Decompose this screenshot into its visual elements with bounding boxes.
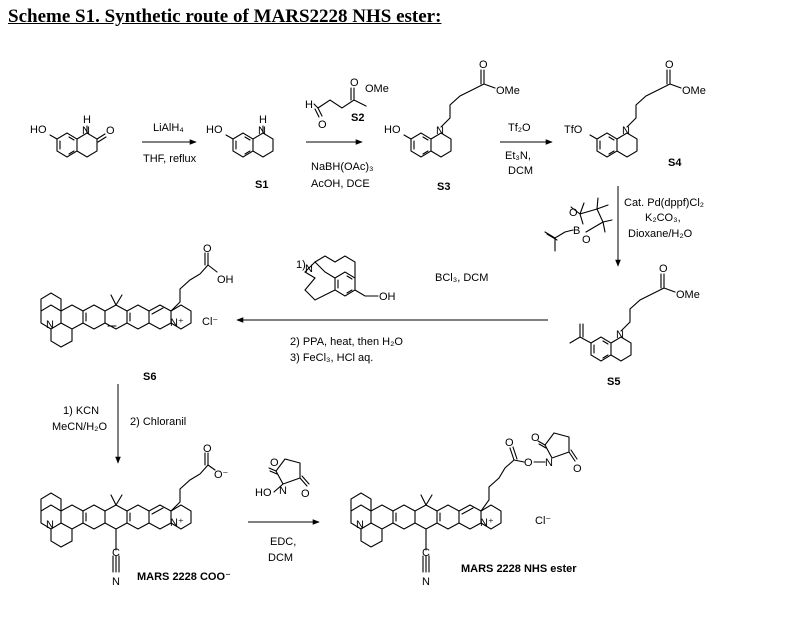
s2-ome: OMe bbox=[365, 83, 389, 95]
lactam-h: H bbox=[83, 114, 91, 126]
mars-nhs-c: C bbox=[422, 547, 430, 559]
s3-structure: HO N O OMe bbox=[384, 59, 520, 158]
mars-coo-n-nitrile: N bbox=[112, 576, 120, 588]
mars-nhs-cl-minus: Cl⁻ bbox=[535, 515, 551, 527]
lactam-n: N bbox=[82, 125, 90, 137]
s4-n: N bbox=[622, 125, 630, 137]
nhs-o1: O bbox=[270, 457, 279, 469]
julolidine-methanol-structure: N OH 1) bbox=[296, 255, 396, 303]
s5-ome: OMe bbox=[676, 289, 700, 301]
boronate-pinacol-structure: B O O bbox=[544, 197, 613, 252]
mars-nhs-structure: N N⁺ O O N O O C N Cl⁻ bbox=[350, 432, 582, 588]
boronate-b: B bbox=[573, 225, 580, 237]
step3-bottom-reagent-2: DCM bbox=[508, 165, 533, 177]
step4-reagent-1: Cat. Pd(dppf)Cl₂ bbox=[624, 197, 704, 209]
step3-top-reagent: Tf₂O bbox=[508, 122, 531, 134]
step5-top-reagent: BCl₃, DCM bbox=[435, 272, 488, 284]
step1-top-reagent: LiAlH₄ bbox=[153, 122, 184, 134]
mars-coo-c: C bbox=[112, 547, 120, 559]
s3-n: N bbox=[436, 125, 444, 137]
label-mars-nhs: MARS 2228 NHS ester bbox=[461, 563, 577, 575]
label-s3: S3 bbox=[437, 181, 450, 193]
nhs-reagent-structure: O N HO O bbox=[255, 457, 310, 500]
starting-lactam-structure: HO H N O bbox=[30, 114, 115, 158]
mars-nhs-n-plus: N⁺ bbox=[480, 517, 494, 529]
step7-reagent-1: EDC, bbox=[270, 536, 296, 548]
mars-nhs-n-nitrile: N bbox=[422, 576, 430, 588]
label-s2: S2 bbox=[351, 112, 364, 124]
nhs-o2: O bbox=[301, 488, 310, 500]
s2-o-carbonyl: O bbox=[350, 77, 359, 89]
step5-bottom-reagent-3: 3) FeCl₃, HCl aq. bbox=[290, 352, 373, 364]
mars-coo-o-minus: O⁻ bbox=[214, 469, 229, 481]
s4-tfo: TfO bbox=[564, 124, 583, 136]
nhs-ho: HO bbox=[255, 487, 272, 499]
s1-ho: HO bbox=[206, 124, 223, 136]
s6-n-plus: N⁺ bbox=[170, 317, 184, 329]
mars-nhs-n-imide: N bbox=[545, 457, 553, 469]
step2-bottom-reagent-2: AcOH, DCE bbox=[311, 178, 370, 190]
s6-o: O bbox=[203, 243, 212, 255]
step4-reagent-3: Dioxane/H₂O bbox=[628, 228, 693, 240]
s2-o-aldehyde: O bbox=[318, 119, 327, 131]
step3-bottom-reagent-1: Et₃N, bbox=[505, 150, 531, 162]
s1-n: N bbox=[258, 125, 266, 137]
s5-n: N bbox=[616, 329, 624, 341]
julolidine-n: N bbox=[305, 263, 313, 275]
mars-coo-o: O bbox=[203, 443, 212, 455]
step5-bottom-reagent-2: 2) PPA, heat, then H₂O bbox=[290, 336, 403, 348]
step5-num1: 1) bbox=[296, 259, 306, 271]
boronate-o1: O bbox=[569, 207, 578, 219]
step1-bottom-reagent: THF, reflux bbox=[143, 153, 197, 165]
step6-reagent-2: 2) Chloranil bbox=[130, 416, 186, 428]
s5-structure: N O OMe bbox=[569, 263, 700, 362]
step7-reagent-2: DCM bbox=[268, 552, 293, 564]
step6-reagent-1a: 1) KCN bbox=[63, 405, 99, 417]
s3-ome: OMe bbox=[496, 85, 520, 97]
boronate-o2: O bbox=[582, 234, 591, 246]
s1-h: H bbox=[259, 114, 267, 126]
label-s5: S5 bbox=[607, 376, 620, 388]
label-s6: S6 bbox=[143, 371, 156, 383]
s6-n: N bbox=[46, 319, 54, 331]
s4-structure: TfO N O OMe bbox=[564, 59, 706, 158]
s6-oh: OH bbox=[217, 274, 234, 286]
s6-cl-minus: Cl⁻ bbox=[202, 316, 218, 328]
label-mars-coo: MARS 2228 COO⁻ bbox=[137, 571, 231, 583]
lactam-o: O bbox=[106, 125, 115, 137]
lactam-ho: HO bbox=[30, 124, 47, 136]
s4-o: O bbox=[665, 59, 674, 71]
mars-coo-structure: N N⁺ O O⁻ C N bbox=[40, 443, 229, 588]
s1-structure: HO H N bbox=[206, 114, 274, 158]
s3-ho: HO bbox=[384, 124, 401, 136]
mars-nhs-n: N bbox=[356, 519, 364, 531]
mars-nhs-o2: O bbox=[524, 457, 533, 469]
s4-ome: OMe bbox=[682, 85, 706, 97]
mars-coo-n: N bbox=[46, 519, 54, 531]
step2-bottom-reagent-1: NaBH(OAc)₃ bbox=[311, 161, 374, 173]
s2-structure: O OMe H O bbox=[305, 77, 389, 131]
s2-h: H bbox=[305, 99, 313, 111]
step4-reagent-2: K₂CO₃, bbox=[645, 212, 681, 224]
s6-structure: N N⁺ O OH Cl⁻ bbox=[40, 243, 234, 348]
julolidine-oh: OH bbox=[379, 291, 396, 303]
step6-reagent-1b: MeCN/H₂O bbox=[52, 421, 107, 433]
s5-o: O bbox=[659, 263, 668, 275]
label-s4: S4 bbox=[668, 157, 682, 169]
scheme-title: Scheme S1. Synthetic route of MARS2228 N… bbox=[8, 6, 442, 27]
s3-o: O bbox=[479, 59, 488, 71]
mars-nhs-o1: O bbox=[505, 437, 514, 449]
mars-nhs-o4: O bbox=[573, 463, 582, 475]
mars-nhs-o3: O bbox=[531, 432, 540, 444]
nhs-n: N bbox=[279, 485, 287, 497]
label-s1: S1 bbox=[255, 179, 268, 191]
mars-coo-n-plus: N⁺ bbox=[170, 517, 184, 529]
